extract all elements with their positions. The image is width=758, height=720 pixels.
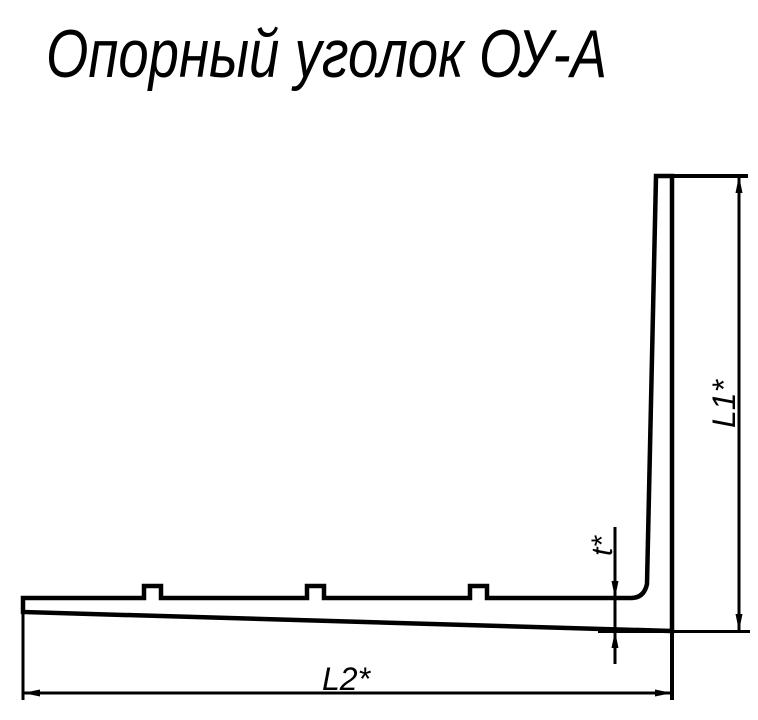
l2-arrow-right-icon xyxy=(655,689,672,697)
l1-arrow-up-icon xyxy=(735,176,743,193)
t-dimension-label: t* xyxy=(586,535,619,556)
l2-arrow-left-icon xyxy=(23,689,40,697)
t-arrow-down-icon xyxy=(611,581,619,598)
l2-dimension-label: L2* xyxy=(322,661,372,697)
angle-profile-outline xyxy=(20,173,675,634)
l1-arrow-down-icon xyxy=(735,614,743,631)
drawing-title: Опорный уголок ОУ-А xyxy=(46,16,607,92)
t-arrow-up-icon xyxy=(611,631,619,648)
l1-dimension-label: L1* xyxy=(706,378,742,428)
